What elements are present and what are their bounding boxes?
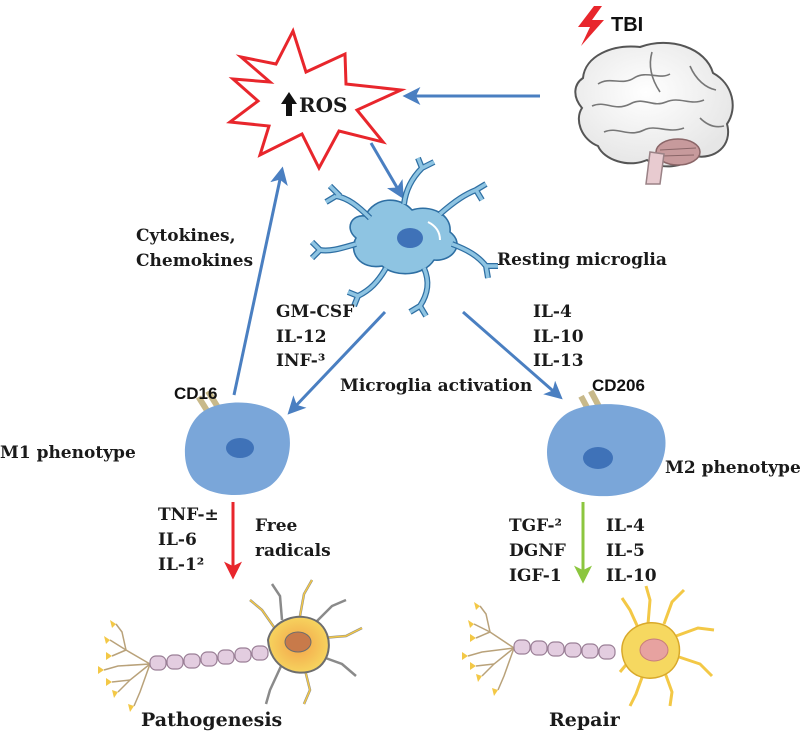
arrow-microglia-to-m2 <box>462 310 563 400</box>
arrow-microglia-to-m1 <box>287 310 387 415</box>
repair-label: Repair <box>549 709 621 731</box>
m1-cell-icon <box>184 389 290 496</box>
m1-phenotype-label: M1 phenotype <box>0 443 136 463</box>
cytokines-label: Cytokines, <box>136 226 236 246</box>
m2-factor-label: IL-4 <box>533 302 572 322</box>
chemokines-label: Chemokines <box>136 251 253 271</box>
neuron-healthy-icon <box>462 585 715 707</box>
m2-factor-label: IL-13 <box>533 351 584 371</box>
m2-output-left-label: TGF-² <box>509 516 562 536</box>
arrow-ros-to-microglia <box>369 142 404 200</box>
m1-output-label: IL-6 <box>158 530 197 550</box>
m2-output-right-label: IL-10 <box>606 566 657 586</box>
microglia-activation-label: Microglia activation <box>340 376 532 396</box>
resting-microglia-label: Resting microglia <box>497 250 667 270</box>
radicals-label: radicals <box>255 541 331 561</box>
cd206-label: CD206 <box>592 376 645 395</box>
cd16-label: CD16 <box>174 384 217 403</box>
lightning-icon <box>578 6 604 46</box>
ros-label: ROS <box>299 93 348 117</box>
brain-icon <box>574 42 734 185</box>
m1-factor-label: INF-³ <box>276 351 325 371</box>
m2-output-left-label: IGF-1 <box>509 566 562 586</box>
m1-output-label: TNF-± <box>158 505 219 525</box>
m2-phenotype-label: M2 phenotype <box>665 458 800 478</box>
neuron-damaged-icon <box>98 579 363 712</box>
arrow-m1-to-ros <box>232 166 288 396</box>
m2-output-right-label: IL-5 <box>606 541 645 561</box>
m2-cell-icon <box>546 389 666 497</box>
m1-factor-label: IL-12 <box>276 327 327 347</box>
ros-burst <box>226 27 407 172</box>
up-arrow-icon <box>281 92 297 116</box>
m1-output-label: IL-1² <box>158 555 204 575</box>
pathogenesis-label: Pathogenesis <box>141 709 282 731</box>
tbi-label: TBI <box>611 14 643 36</box>
m2-factor-label: IL-10 <box>533 327 584 347</box>
m2-output-right-label: IL-4 <box>606 516 645 536</box>
m1-factor-label: GM-CSF <box>276 302 354 322</box>
m2-output-left-label: DGNF <box>509 541 566 561</box>
microglia-icon <box>309 156 498 318</box>
free-label: Free <box>255 516 298 536</box>
